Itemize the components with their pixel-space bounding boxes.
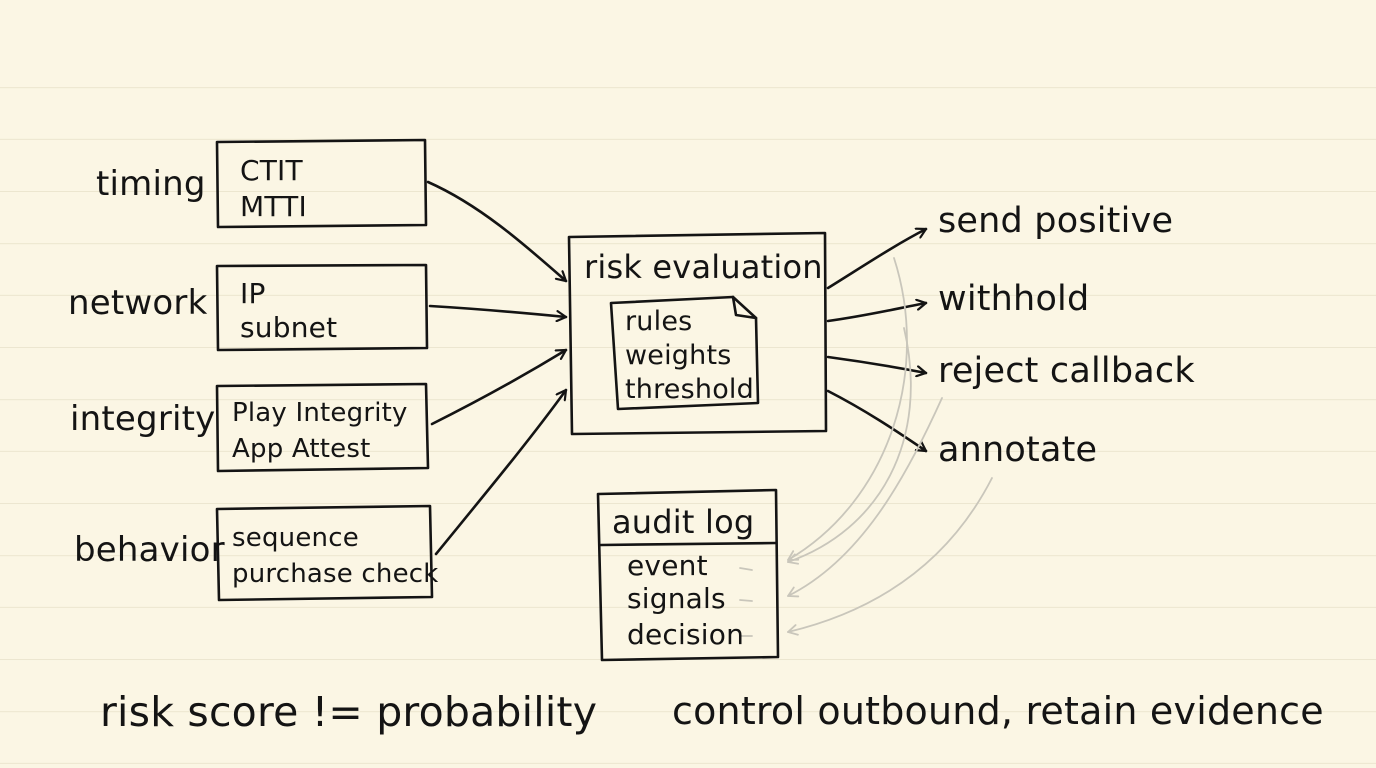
risk-evaluation-box <box>567 231 828 436</box>
category-label-network: network <box>68 283 208 323</box>
output-send-positive: send positive <box>938 201 1174 241</box>
output-withhold: withhold <box>938 279 1090 319</box>
audit-field-event: event <box>627 549 708 582</box>
category-label-behavior: behavior <box>74 530 225 570</box>
audit-log-header-divider <box>599 541 778 547</box>
arrow-behavior-to-evaluation <box>434 388 568 556</box>
risk-evaluation-title: risk evaluation <box>584 248 823 286</box>
footer-right-note: control outbound, retain evidence <box>672 689 1324 733</box>
output-reject-callback: reject callback <box>938 351 1195 391</box>
rules-note-box <box>609 295 760 411</box>
timing-item-ctit: CTIT <box>240 154 303 187</box>
integrity-item-app-attest: App Attest <box>232 434 371 464</box>
behavior-item-sequence: sequence <box>232 523 359 553</box>
audit-arrow-from-send-positive <box>787 257 908 561</box>
arrow-to-annotate <box>826 389 928 453</box>
integrity-box <box>215 382 430 473</box>
arrow-to-reject-callback <box>826 355 928 373</box>
network-item-subnet: subnet <box>240 311 338 344</box>
audit-log-box <box>596 488 780 662</box>
note-line-threshold: threshold <box>625 374 754 405</box>
category-label-integrity: integrity <box>70 399 216 439</box>
category-label-timing: timing <box>96 164 206 204</box>
integrity-item-play-integrity: Play Integrity <box>232 398 408 428</box>
arrow-network-to-evaluation <box>428 304 568 317</box>
audit-field-decision: decision <box>627 618 745 651</box>
note-line-rules: rules <box>625 306 693 337</box>
audit-arrow-from-reject-callback <box>787 397 943 598</box>
arrow-timing-to-evaluation <box>426 180 568 283</box>
audit-arrow-event-tick <box>739 567 753 571</box>
timing-box <box>215 138 428 229</box>
audit-arrow-from-withhold <box>787 327 912 565</box>
arrow-to-send-positive <box>826 229 928 290</box>
behavior-box <box>215 504 434 602</box>
audit-arrow-signals-tick <box>739 599 753 602</box>
network-item-ip: IP <box>240 277 266 310</box>
audit-log-title: audit log <box>612 503 755 541</box>
audit-arrow-from-annotate <box>787 477 993 636</box>
audit-field-signals: signals <box>627 582 726 615</box>
footer-left-note: risk score != probability <box>100 688 598 736</box>
rules-note-fold <box>731 295 758 320</box>
output-annotate: annotate <box>938 430 1098 470</box>
note-line-weights: weights <box>625 340 732 371</box>
behavior-item-purchase-check: purchase check <box>232 559 439 589</box>
timing-item-mtti: MTTI <box>240 190 307 223</box>
arrow-to-withhold <box>826 303 928 323</box>
arrow-integrity-to-evaluation <box>430 348 568 426</box>
network-box <box>215 263 429 352</box>
